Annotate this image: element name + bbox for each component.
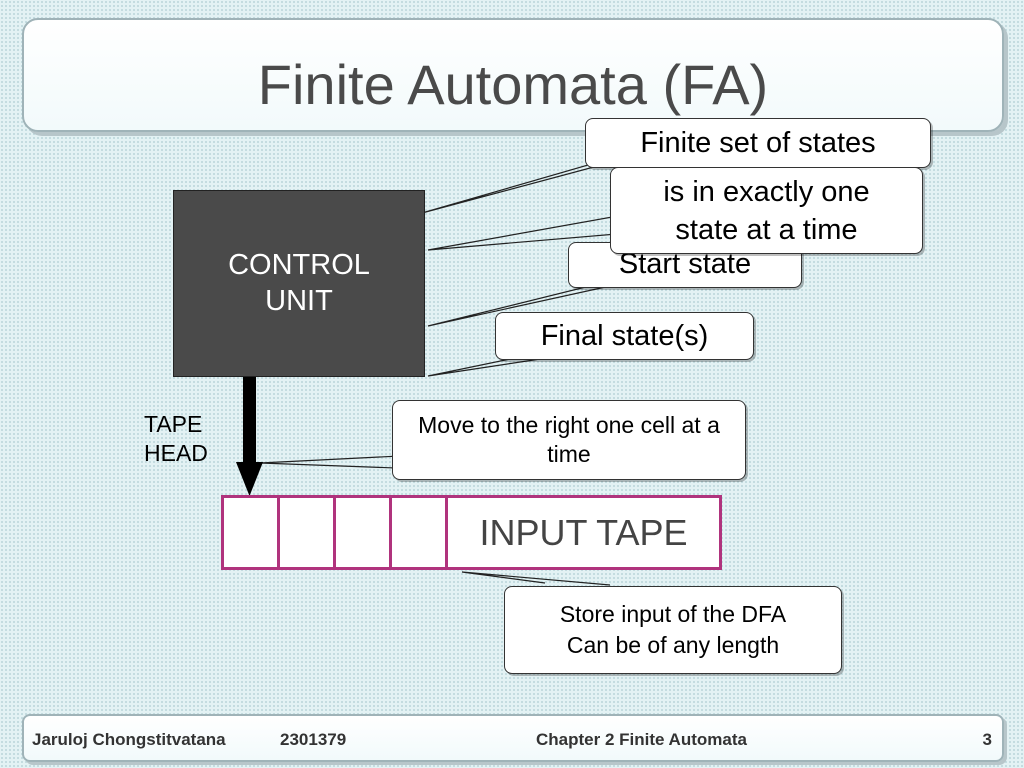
callout-move-right-text: Move to the right one cell at a time — [418, 412, 720, 467]
callout-store-input-line2: Can be of any length — [566, 632, 780, 658]
callout-move-right: Move to the right one cell at a time — [392, 400, 746, 480]
callout-finite-states-text: Finite set of states — [640, 126, 876, 159]
tape-cell — [392, 498, 448, 567]
slide-title: Finite Automata (FA) — [257, 53, 769, 116]
title-bar: Finite Automata (FA) — [22, 18, 1004, 132]
footer-bar: Jaruloj Chongstitvatana 2301379 Chapter … — [22, 714, 1004, 762]
callout-store-input-line1: Store input of the DFA — [559, 601, 787, 627]
connector-input-tape — [461, 571, 611, 586]
callout-final-states: Final state(s) — [495, 312, 754, 360]
callout-final-states-text: Final state(s) — [540, 319, 709, 352]
callout-one-state-text: is in exactly one state at a time — [663, 175, 870, 246]
callout-one-state: is in exactly one state at a time — [610, 167, 923, 254]
tape-cell — [224, 498, 280, 567]
connector-final-states — [427, 355, 561, 377]
footer-course: 2301379 — [280, 730, 347, 749]
input-tape-label: INPUT TAPE — [479, 512, 688, 553]
tape-cell — [280, 498, 336, 567]
callout-finite-states: Finite set of states — [585, 118, 931, 168]
control-unit-label: CONTROL UNIT — [228, 249, 370, 317]
footer-chapter: Chapter 2 Finite Automata — [536, 730, 747, 749]
tape-head-shaft — [243, 375, 256, 465]
tape-head-arrowhead — [236, 462, 263, 496]
tape-head-label: TAPE HEAD — [144, 411, 208, 466]
connector-one-state — [427, 211, 641, 251]
input-tape: INPUT TAPE — [221, 495, 722, 570]
callout-store-input: Store input of the DFA Can be of any len… — [504, 586, 842, 674]
footer-author: Jaruloj Chongstitvatana — [32, 730, 226, 749]
tape-cell — [336, 498, 392, 567]
control-unit: CONTROL UNIT — [173, 190, 425, 377]
footer-page-number: 3 — [982, 730, 992, 749]
connector-start-state — [427, 275, 631, 327]
